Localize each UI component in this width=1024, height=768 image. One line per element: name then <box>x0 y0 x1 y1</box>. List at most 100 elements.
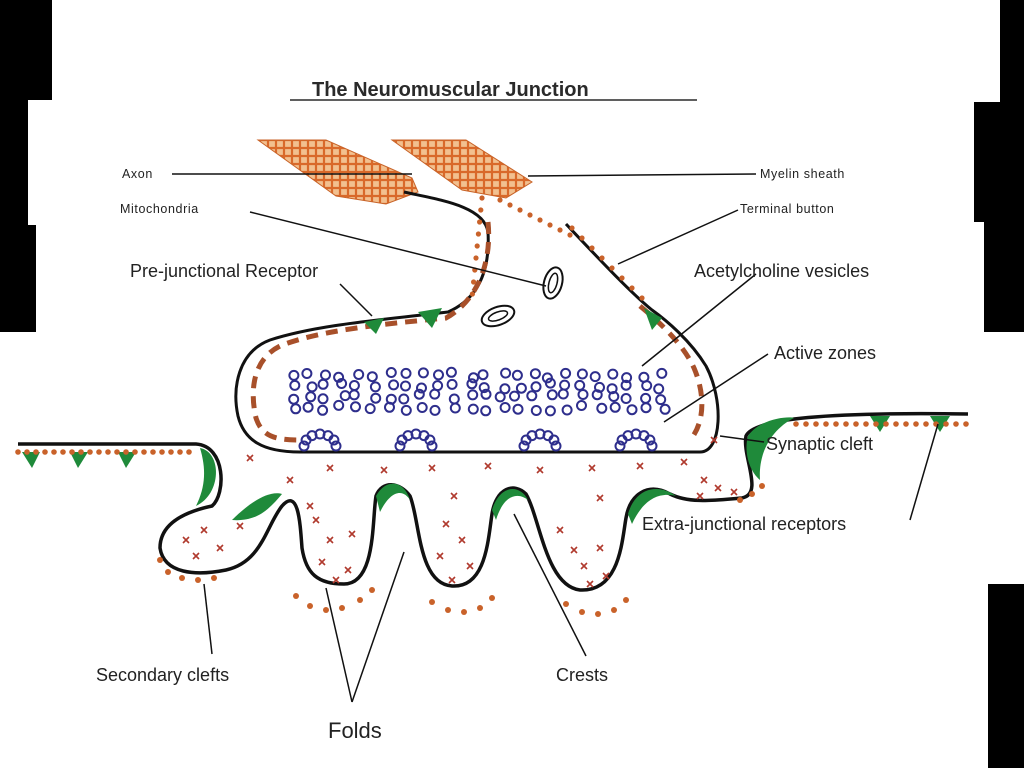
muscle-dot <box>793 421 799 427</box>
vesicle <box>544 377 556 389</box>
vesicle <box>446 378 458 390</box>
axon-dot <box>567 232 573 238</box>
vesicle <box>576 368 588 380</box>
active-zone-vesicle <box>394 440 406 452</box>
muscle-dot <box>749 491 755 497</box>
muscle-dot <box>429 599 435 605</box>
cleft-x-mark <box>570 546 578 554</box>
synaptic-cleft-marks <box>182 436 738 588</box>
cleft-x-mark <box>596 544 604 552</box>
axon-dot <box>507 202 513 208</box>
muscle-dot <box>823 421 829 427</box>
muscle-dot <box>759 483 765 489</box>
muscle-dot <box>737 497 743 503</box>
axon-dot <box>547 222 553 228</box>
muscle-dot <box>357 597 363 603</box>
label-axon: Axon <box>122 167 153 181</box>
vesicle <box>480 405 492 417</box>
label-pre-junctional-receptor: Pre-junctional Receptor <box>130 261 318 281</box>
vesicle <box>317 404 329 416</box>
vesicle <box>620 393 632 404</box>
muscle-dot <box>461 609 467 615</box>
muscle-dot <box>913 421 919 427</box>
axon-dot <box>473 255 479 261</box>
cleft-x-mark <box>680 458 688 466</box>
axon-dot <box>537 217 543 223</box>
vesicle <box>653 383 665 395</box>
vesicle <box>477 369 489 381</box>
vesicle <box>659 403 671 415</box>
postsynaptic-membrane <box>18 411 969 592</box>
muscle-dot <box>853 421 859 427</box>
vesicle <box>529 368 541 380</box>
muscle-dot <box>843 421 849 427</box>
label-synaptic-cleft: Synaptic cleft <box>766 434 873 454</box>
cleft-x-mark <box>286 476 294 484</box>
cleft-x-mark <box>588 464 596 472</box>
vesicle <box>400 404 412 416</box>
post-junctional-receptor-marks <box>22 416 950 524</box>
vesicle <box>640 402 652 414</box>
axon-dot <box>639 295 645 301</box>
muscle-dot <box>186 449 192 455</box>
muscle-dot <box>883 421 889 427</box>
cleft-x-mark <box>436 552 444 560</box>
vesicle <box>544 405 556 417</box>
active-zone-vesicle <box>426 440 438 452</box>
muscle-dot <box>195 577 201 583</box>
muscle-dot <box>150 449 156 455</box>
muscle-dot <box>369 587 375 593</box>
vesicle <box>526 390 538 402</box>
cleft-x-mark <box>556 526 564 534</box>
vesicle <box>333 371 345 383</box>
cleft-x-mark <box>192 552 200 560</box>
cleft-x-mark <box>602 572 610 580</box>
muscle-dot <box>123 449 129 455</box>
cleft-x-mark <box>636 462 644 470</box>
axon-dot <box>629 285 635 291</box>
label-active-zones: Active zones <box>774 343 876 363</box>
cleft-x-mark <box>344 566 352 574</box>
muscle-dot <box>165 569 171 575</box>
cleft-x-mark <box>448 576 456 584</box>
cleft-x-mark <box>246 454 254 462</box>
muscle-dot <box>78 449 84 455</box>
muscle-dot <box>42 449 48 455</box>
leader-lines <box>172 173 939 703</box>
vesicle <box>301 368 313 379</box>
label-folds: Folds <box>328 718 382 743</box>
diagram-labels: Axon Myelin sheath Mitochondria Terminal… <box>96 167 876 743</box>
vesicle <box>478 382 490 394</box>
axon-dot <box>579 235 585 241</box>
muscle-dot <box>579 609 585 615</box>
muscle-dot <box>132 449 138 455</box>
vesicle <box>333 399 345 411</box>
vesicle <box>466 378 478 390</box>
muscle-dot <box>33 449 39 455</box>
cleft-x-mark <box>332 576 340 584</box>
vesicle <box>364 403 376 415</box>
muscle-dot <box>159 449 165 455</box>
vesicle <box>336 378 348 389</box>
vesicle <box>574 379 586 391</box>
axon-dot <box>475 231 481 237</box>
cleft-x-mark <box>696 492 704 500</box>
muscle-dot <box>87 449 93 455</box>
cleft-x-mark <box>236 522 244 530</box>
vesicle <box>576 400 587 411</box>
vesicle <box>305 391 317 403</box>
vesicle <box>512 403 524 415</box>
vesicle <box>560 367 572 379</box>
cleft-x-mark <box>714 484 722 492</box>
cleft-x-mark <box>442 520 450 528</box>
cleft-x-mark <box>450 492 458 500</box>
cleft-x-mark <box>216 544 224 552</box>
cleft-x-mark <box>348 530 356 538</box>
vesicle <box>369 381 381 393</box>
cleft-x-mark <box>466 562 474 570</box>
vesicle <box>400 367 412 379</box>
vesicle <box>429 388 441 400</box>
vesicle <box>413 388 425 400</box>
vesicle <box>306 381 318 393</box>
